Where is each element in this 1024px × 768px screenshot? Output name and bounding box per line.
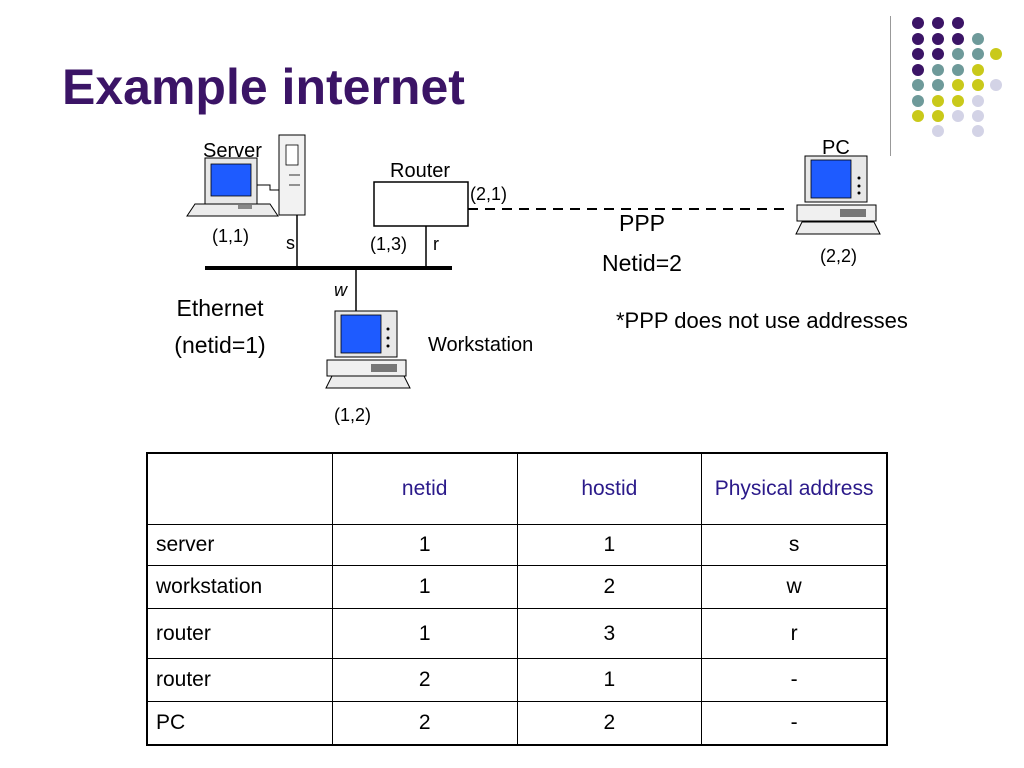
table-cell: 2 (331, 701, 518, 746)
dot (912, 79, 924, 91)
table-cell: workstation (146, 565, 333, 609)
table-cell: 1 (331, 565, 518, 609)
decorative-dot-grid (912, 17, 1002, 137)
dot (972, 125, 984, 137)
table-cell: 1 (331, 524, 518, 566)
router-box-icon (373, 181, 469, 227)
table-cell: router (146, 608, 333, 659)
table-row: server 1 1 s (146, 524, 888, 566)
address-table: netid hostid Physical address server 1 1… (146, 452, 888, 746)
workstation-address: (1,2) (334, 405, 372, 425)
server-port-label: s (286, 233, 295, 253)
table-row: router 1 3 r (146, 608, 888, 659)
table-cell: 2 (331, 658, 518, 702)
dot (932, 95, 944, 107)
dot (952, 17, 964, 29)
table-cell: 2 (516, 701, 703, 746)
dot-row-6 (912, 95, 984, 107)
table-cell: server (146, 524, 333, 566)
dot (952, 64, 964, 76)
dot (912, 64, 924, 76)
table-cell: - (701, 658, 888, 702)
table-row: workstation 1 2 w (146, 565, 888, 609)
dot (972, 110, 984, 122)
workstation-port-label: w (334, 280, 347, 300)
dot (972, 33, 984, 45)
dot-row-4 (912, 64, 984, 76)
dot (952, 110, 964, 122)
table-header-cell: Physical address (701, 452, 888, 525)
router-address-ppp: (2,1) (470, 184, 508, 204)
table-cell: 1 (516, 524, 703, 566)
dot (990, 48, 1002, 60)
dot-row-7 (912, 110, 984, 122)
dot-row-2 (912, 33, 984, 45)
dot-row-5 (912, 79, 1002, 91)
router-port-label: r (433, 234, 439, 254)
dot (932, 17, 944, 29)
dot-row-3 (912, 48, 1002, 60)
dot (912, 95, 924, 107)
dot (912, 33, 924, 45)
workstation-label: Workstation (428, 334, 534, 356)
table-row: router 2 1 - (146, 658, 888, 702)
table-header-row: netid hostid Physical address (146, 452, 888, 525)
workstation-computer-icon (325, 310, 411, 389)
table-cell: 2 (516, 565, 703, 609)
table-cell: router (146, 658, 333, 702)
table-cell: 1 (516, 658, 703, 702)
table-cell: 1 (331, 608, 518, 659)
table-header-cell (146, 452, 333, 525)
dot (972, 64, 984, 76)
dot (932, 48, 944, 60)
dot (952, 33, 964, 45)
dot (912, 17, 924, 29)
dot (990, 79, 1002, 91)
dot (932, 79, 944, 91)
ethernet-label: Ethernet (176, 295, 264, 321)
network-diagram (186, 134, 881, 389)
dot (932, 125, 944, 137)
table-cell: r (701, 608, 888, 659)
dot (912, 110, 924, 122)
ppp-label: PPP (618, 210, 666, 236)
dot (932, 33, 944, 45)
table-header-cell: hostid (516, 452, 703, 525)
server-address: (1,1) (212, 226, 250, 246)
table-cell: - (701, 701, 888, 746)
dot-row-1 (912, 17, 964, 29)
ppp-netid-label: Netid=2 (602, 250, 682, 276)
pc-address: (2,2) (820, 246, 858, 266)
table-row: PC 2 2 - (146, 701, 888, 746)
dot (932, 110, 944, 122)
router-label: Router (390, 160, 451, 182)
ethernet-netid-label: (netid=1) (174, 332, 266, 358)
dot (912, 48, 924, 60)
table-cell: w (701, 565, 888, 609)
dot (952, 95, 964, 107)
pc-computer-icon (795, 155, 881, 235)
dot (972, 48, 984, 60)
dot-row-8 (932, 125, 984, 137)
dot (932, 64, 944, 76)
table-cell: 3 (516, 608, 703, 659)
table-cell: s (701, 524, 888, 566)
dot (972, 79, 984, 91)
table-header-cell: netid (331, 452, 518, 525)
router-address-ethernet: (1,3) (370, 234, 408, 254)
server-computer-icon (186, 134, 306, 217)
slide-title: Example internet (62, 59, 465, 115)
table-cell: PC (146, 701, 333, 746)
dot (952, 48, 964, 60)
server-label: Server (203, 140, 262, 162)
dot (952, 79, 964, 91)
pc-label: PC (822, 137, 850, 159)
vertical-divider (890, 16, 891, 156)
dot (972, 95, 984, 107)
ppp-note: *PPP does not use addresses (616, 308, 908, 333)
